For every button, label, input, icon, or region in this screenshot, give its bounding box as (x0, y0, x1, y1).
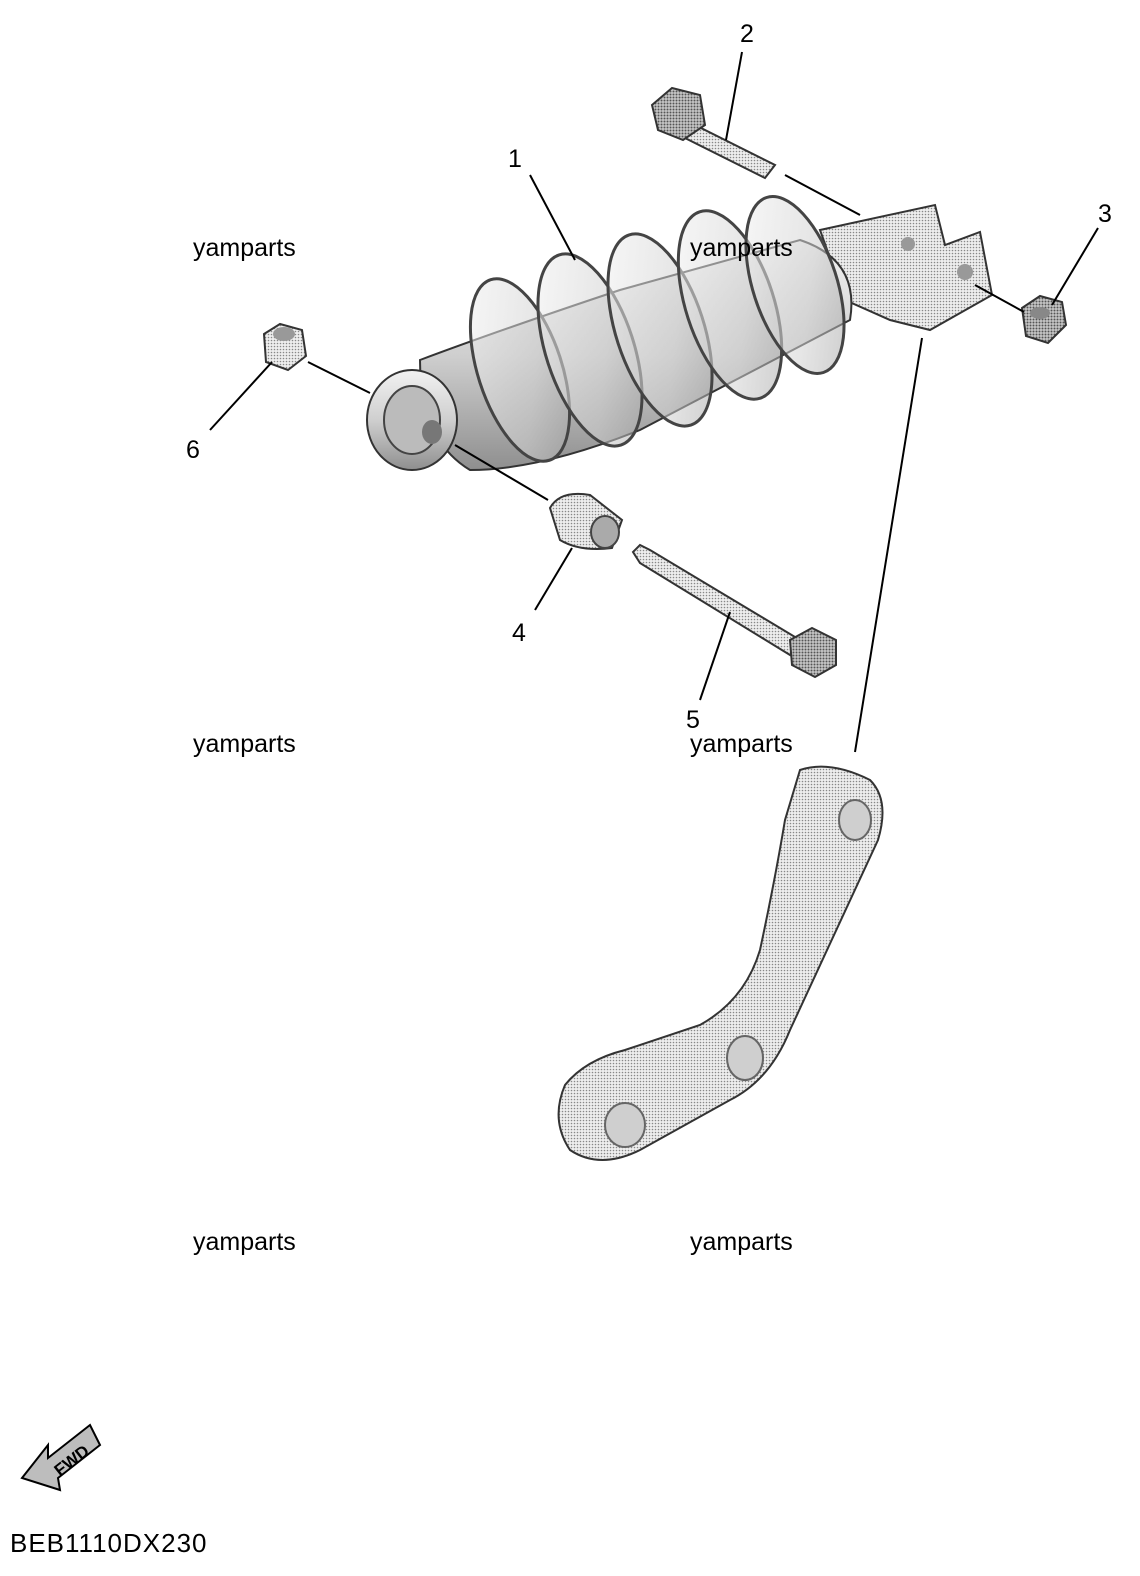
callout-5: 5 (686, 706, 700, 734)
bolt-icon[interactable] (650, 86, 777, 180)
watermark: yamparts (690, 234, 793, 262)
bolt-icon[interactable] (631, 543, 837, 679)
fwd-arrow-icon: FWD (20, 1423, 102, 1492)
watermark: yamparts (690, 730, 793, 758)
collar-icon[interactable] (262, 322, 308, 372)
watermark: yamparts (193, 234, 296, 262)
shock-absorber-icon[interactable] (366, 185, 994, 474)
watermark: yamparts (193, 1228, 296, 1256)
callout-2: 2 (740, 20, 754, 48)
watermark: yamparts (193, 730, 296, 758)
leader-lines (209, 51, 1099, 753)
watermark: yamparts (690, 1228, 793, 1256)
callout-1: 1 (508, 145, 522, 173)
diagram-code: BEB1110DX230 (10, 1528, 208, 1558)
relay-arm-icon (557, 765, 884, 1161)
callout-6: 6 (186, 436, 200, 464)
collar-icon[interactable] (548, 492, 624, 550)
callout-3: 3 (1098, 200, 1112, 228)
nut-icon[interactable] (1020, 294, 1068, 345)
callout-4: 4 (512, 619, 526, 647)
